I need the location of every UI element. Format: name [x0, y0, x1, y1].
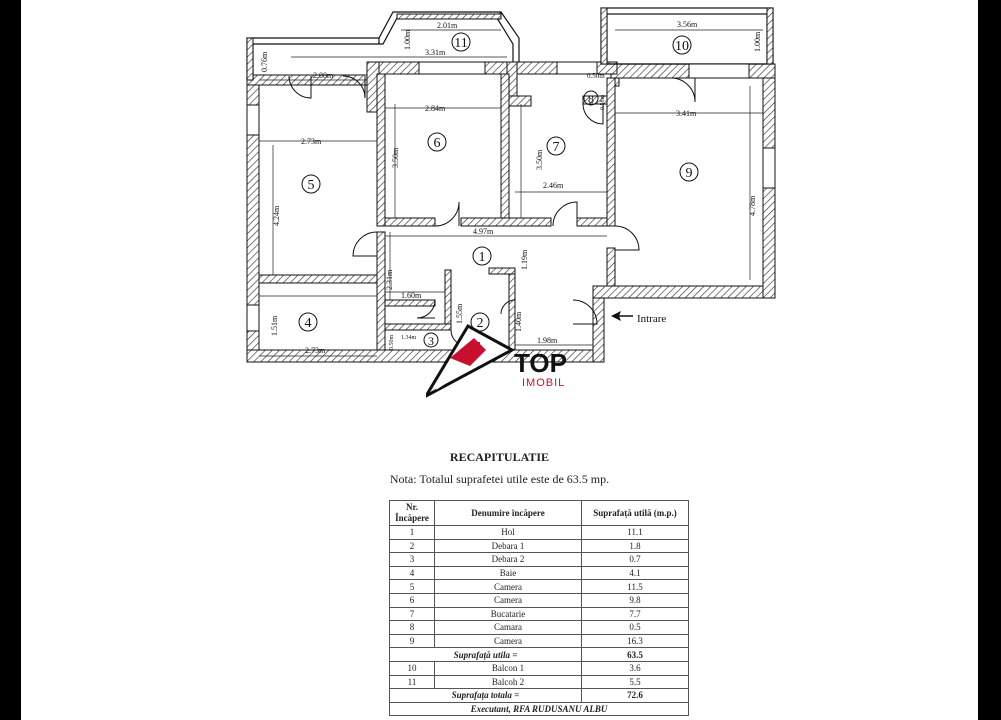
svg-text:4.24m: 4.24m: [272, 205, 281, 226]
svg-text:2.84m: 2.84m: [425, 104, 446, 113]
svg-text:1.51m: 1.51m: [270, 315, 279, 336]
room-5: 5: [308, 178, 315, 193]
entrance-marker: Intrare: [611, 311, 666, 325]
svg-text:4.97m: 4.97m: [473, 227, 494, 236]
svg-text:0.50m: 0.50m: [389, 335, 395, 351]
room-9: 9: [686, 166, 693, 181]
balcony-10-rail: [600, 7, 774, 65]
windows: [246, 61, 776, 332]
svg-text:0.58m: 0.58m: [600, 95, 606, 111]
recap-title: RECAPITULATIE: [449, 450, 550, 464]
svg-text:1.19m: 1.19m: [520, 249, 529, 270]
room-10: 10: [675, 39, 689, 54]
floor-plan: 1 2 3 4 5 6 7 8 9 10 11: [246, 7, 776, 363]
door-swings: [288, 75, 696, 347]
footer-row: Executant, RFA RUDUSANU ALBU: [389, 701, 689, 717]
col-area: Suprafață utilă (m.p.): [581, 500, 689, 526]
svg-text:2.31m: 2.31m: [385, 269, 394, 290]
room-7: 7: [553, 140, 560, 155]
svg-text:1.00m: 1.00m: [403, 29, 412, 50]
svg-text:3.31m: 3.31m: [425, 48, 446, 57]
svg-text:2.46m: 2.46m: [543, 181, 564, 190]
svg-text:1.55m: 1.55m: [455, 303, 464, 324]
room-1: 1: [479, 250, 486, 265]
svg-text:3.41m: 3.41m: [676, 109, 697, 118]
col-name: Denumire încăpere: [434, 500, 582, 526]
svg-text:0.76m: 0.76m: [260, 51, 269, 72]
recap-note: Nota: Totalul suprafetei utile este de 6…: [389, 472, 610, 486]
svg-text:1.34m: 1.34m: [401, 335, 417, 341]
interior-walls: [258, 73, 620, 351]
dimension-lines: [259, 29, 763, 357]
top-imobil-logo: TOP IMOBIL: [426, 323, 567, 398]
logo-top: TOP: [514, 348, 567, 378]
recap-table: Nr. Încăpere Denumire încăpere Suprafață…: [389, 500, 689, 717]
svg-text:1.00m: 1.00m: [753, 31, 762, 52]
col-nr: Nr. Încăpere: [389, 500, 435, 526]
room-11: 11: [454, 36, 467, 51]
dimension-text: 2.01m 3.31m 1.00m 0.76m 2.08m 3.56m 1.00…: [260, 20, 762, 355]
logo-imobil: IMOBIL: [522, 377, 565, 389]
balcony-10: [600, 7, 774, 65]
svg-text:4.78m: 4.78m: [748, 195, 757, 216]
room-number-labels: 1 2 3 4 5 6 7 8 9 10 11: [298, 32, 699, 348]
svg-text:0.50m: 0.50m: [587, 72, 605, 80]
svg-text:2.08m: 2.08m: [313, 71, 334, 80]
svg-text:3.50m: 3.50m: [535, 149, 544, 170]
total-row: Suprafața totala =72.6: [389, 688, 689, 703]
room-4: 4: [305, 316, 312, 331]
room-6: 6: [434, 136, 441, 151]
room-3: 3: [428, 334, 434, 348]
svg-text:3.50m: 3.50m: [391, 147, 400, 168]
svg-text:2.73m: 2.73m: [301, 137, 322, 146]
svg-text:1.60m: 1.60m: [401, 291, 422, 300]
floor-plan-sheet: 1 2 3 4 5 6 7 8 9 10 11: [21, 0, 978, 720]
svg-text:2.01m: 2.01m: [437, 21, 458, 30]
subtotal-row: Suprafață utila =63.5: [389, 647, 689, 662]
recap-header-row: Nr. Încăpere Denumire încăpere Suprafață…: [389, 500, 689, 526]
svg-text:3.56m: 3.56m: [677, 20, 698, 29]
balcony-11-rail: [246, 13, 502, 81]
room-2: 2: [477, 316, 484, 331]
svg-text:1.98m: 1.98m: [537, 336, 558, 345]
room-8: 8: [588, 92, 594, 106]
svg-text:2.73m: 2.73m: [305, 346, 326, 355]
entrance-label: Intrare: [637, 313, 666, 325]
svg-text:1.40m: 1.40m: [514, 311, 523, 332]
